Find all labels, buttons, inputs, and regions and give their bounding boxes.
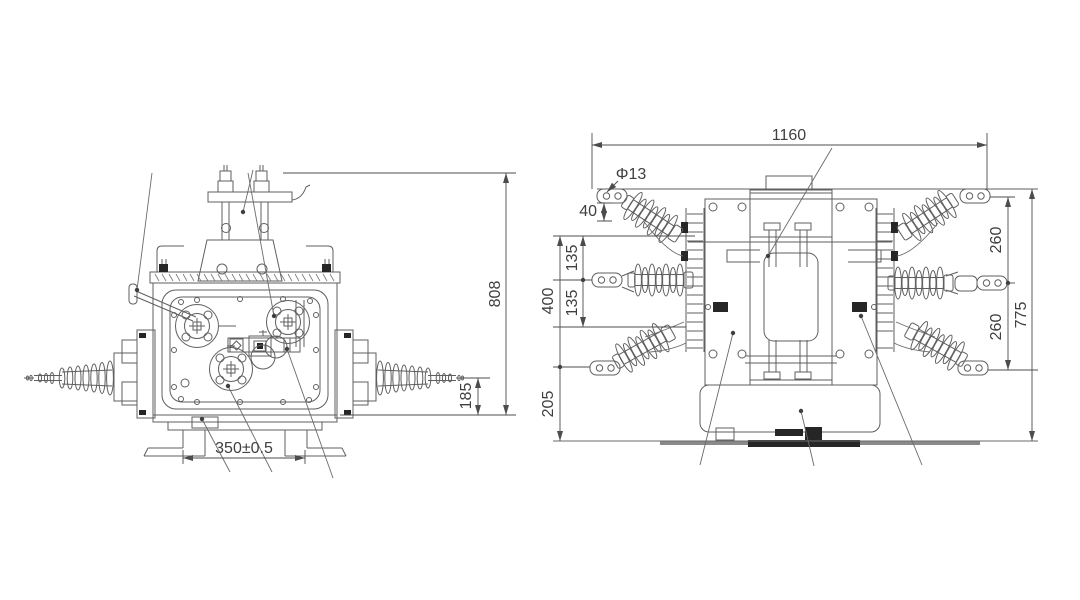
dim-bushing-height-label: 185	[458, 383, 475, 410]
front-hub-top-left	[175, 304, 236, 348]
side-top-right-insulator	[891, 184, 991, 257]
side-left-column	[681, 208, 705, 352]
side-middle-right-insulator	[887, 266, 1015, 300]
side-extension-lines	[553, 196, 1038, 371]
dim-lower-gap-label: 135	[564, 290, 581, 317]
side-view: 1160 Φ13 40 135 135 400 205	[540, 127, 1038, 467]
front-base	[143, 414, 347, 457]
front-top-terminal-assembly	[156, 165, 334, 282]
side-top-left-insulator	[596, 186, 689, 257]
dim-terminal-height-label: 775	[1013, 302, 1030, 329]
front-dim-808: 808	[283, 172, 516, 416]
front-right-bushing	[376, 360, 467, 396]
side-dim-400: 400	[540, 236, 563, 370]
side-lower-box	[660, 384, 980, 447]
side-dim-260-upper: 260	[988, 197, 1011, 286]
cover-hatching	[154, 273, 335, 282]
side-right-column	[875, 208, 898, 352]
side-middle-left-insulator	[591, 263, 694, 297]
dim-pad-offset-label: 40	[579, 203, 597, 220]
dim-mounting-spacing-label: 350±0.5	[215, 440, 273, 457]
front-dim-350: 350±0.5	[182, 440, 306, 464]
drain-hole	[180, 378, 190, 388]
front-right-flange	[334, 329, 377, 419]
side-dim-1160: 1160	[591, 127, 988, 189]
side-bottom-left-insulator	[589, 316, 687, 378]
dim-lower-terminal-gap-label: 260	[988, 314, 1005, 341]
side-dim-135-lower: 135	[564, 280, 586, 327]
side-dim-205: 205	[540, 367, 563, 441]
dim-hole-diameter-label: Φ13	[616, 166, 647, 183]
dim-upper-terminal-gap-label: 260	[988, 227, 1005, 254]
front-left-flange	[113, 329, 156, 419]
front-left-bushing	[23, 360, 114, 396]
front-view: 808 185 350±0.5	[23, 165, 516, 479]
front-leader-lines	[134, 169, 334, 479]
front-face-bolts	[171, 296, 319, 405]
front-operating-lever	[128, 283, 197, 322]
side-dim-40: 40	[579, 203, 607, 221]
front-tank-cover	[149, 259, 341, 284]
side-bottom-right-insulator	[893, 314, 989, 376]
side-tank	[688, 175, 892, 386]
dim-terminal-span-label: 400	[540, 288, 557, 315]
dim-upper-gap-label: 135	[564, 245, 581, 272]
side-dim-phi13: Φ13	[606, 166, 647, 193]
front-tank	[152, 282, 338, 416]
dim-base-height-label: 205	[540, 391, 557, 418]
side-dim-775: 775	[1013, 189, 1035, 441]
side-dim-135-upper: 135	[564, 236, 586, 283]
side-leader-lines	[699, 147, 923, 467]
dim-overall-width-label: 1160	[772, 127, 807, 144]
dim-overall-height-label: 808	[487, 281, 504, 308]
front-interlock-mechanism	[227, 330, 291, 370]
side-dim-260-lower: 260	[988, 283, 1011, 370]
front-dim-185: 185	[458, 377, 490, 415]
